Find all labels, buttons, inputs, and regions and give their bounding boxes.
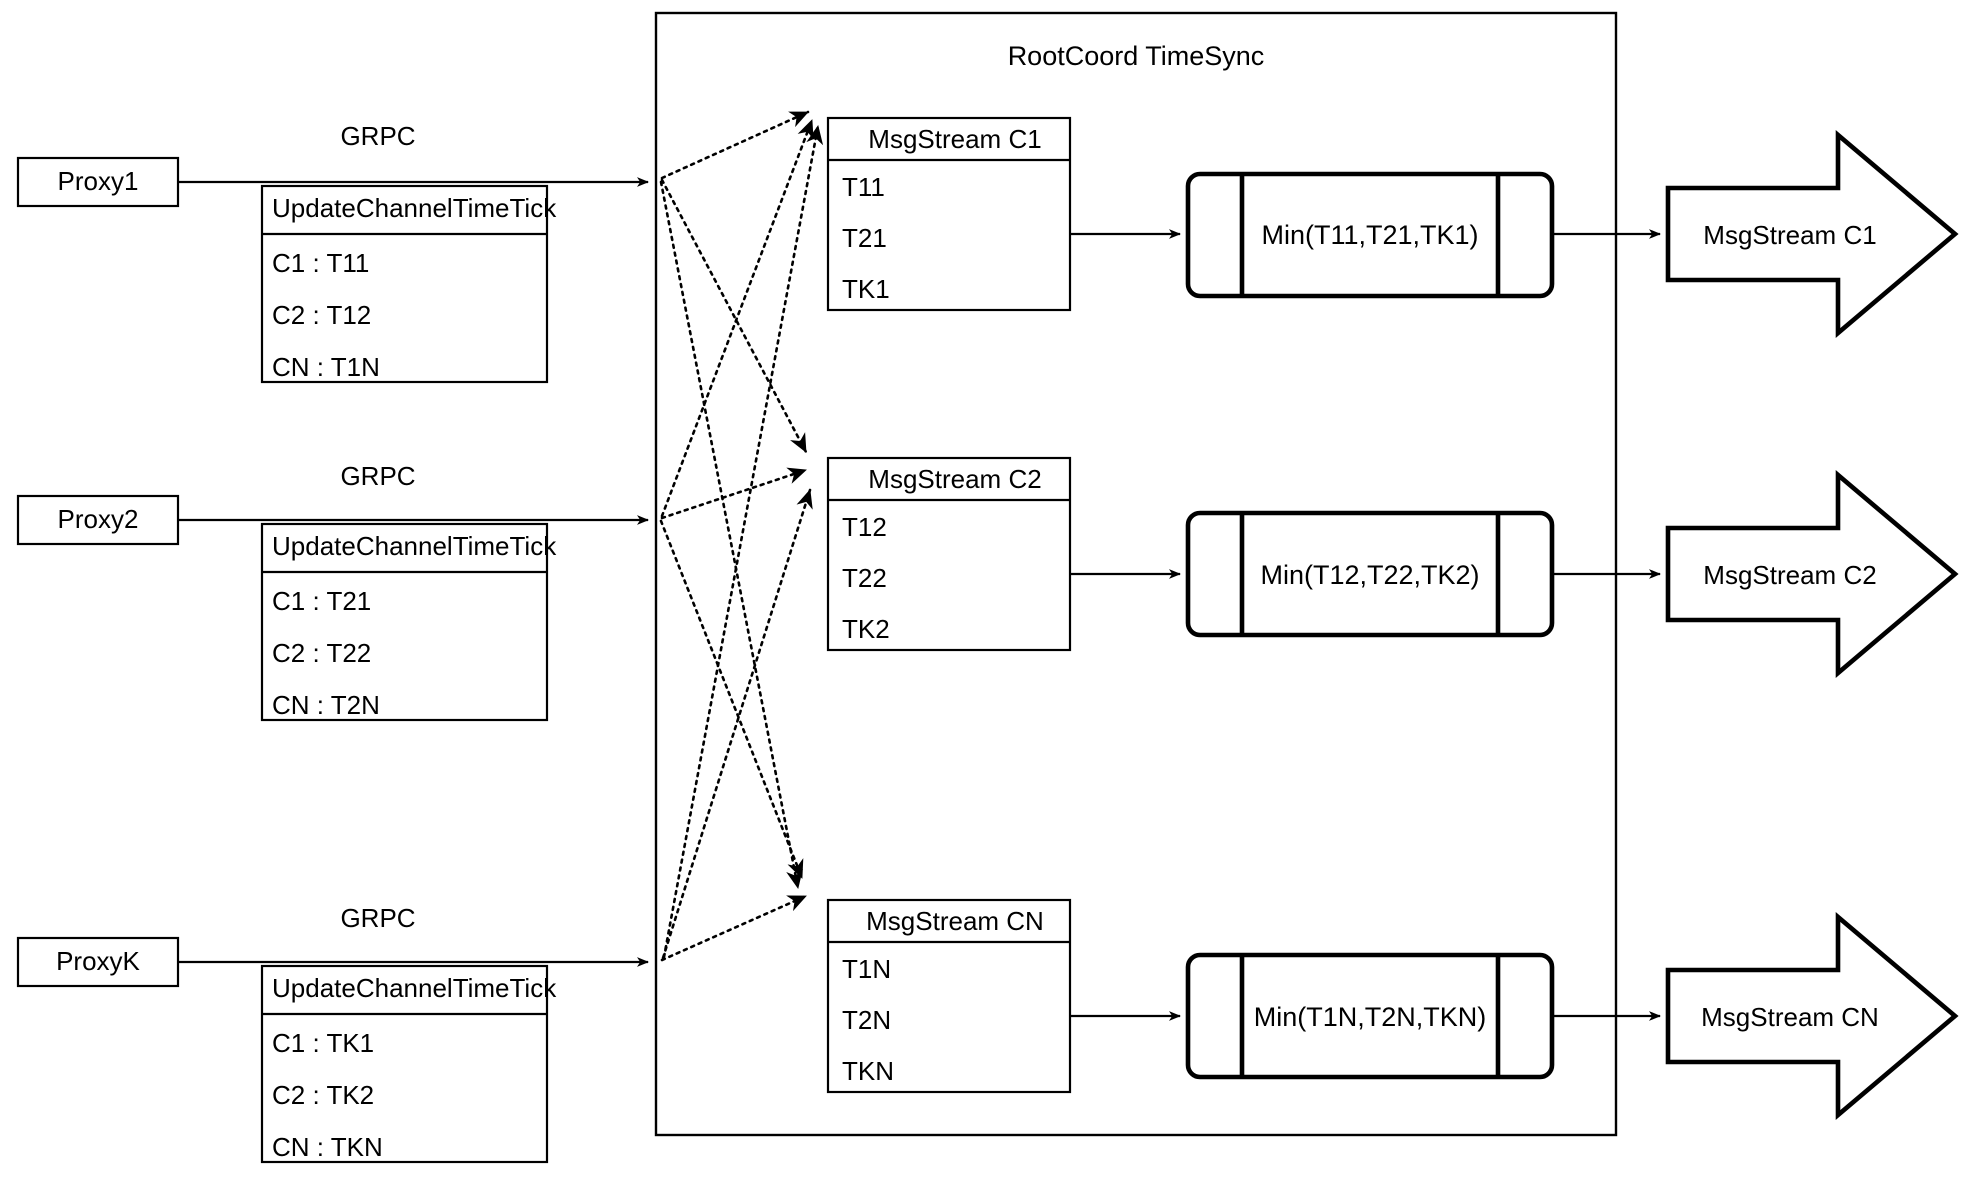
- request-box-3[interactable]: [260, 964, 549, 1164]
- msgstream-box-2[interactable]: [826, 456, 1072, 652]
- msgstream-tick-3-1: T2N: [842, 1005, 891, 1035]
- request-box-2[interactable]: [260, 522, 549, 722]
- request-entry-1-0: C1 : T11: [272, 248, 369, 278]
- proxy-row-1: Proxy1 GRPC UpdateChannelTimeTick C1 : T…: [16, 121, 649, 384]
- msgstream-tick-2-1: T22: [842, 563, 887, 593]
- output-label-2: MsgStream C2: [1703, 560, 1876, 590]
- request-entry-1-1: C2 : T12: [272, 300, 371, 330]
- channel-row-2: MsgStream C2 T12 T22 TK2 Min(T12,T22,TK2…: [826, 456, 1959, 678]
- output-arrow-3[interactable]: [1665, 912, 1959, 1120]
- request-entry-2-2: CN : T2N: [272, 690, 380, 720]
- msgstream-tick-1-0: T11: [842, 172, 885, 202]
- routing-edge-p2-c1: [660, 118, 814, 518]
- grpc-label-2: GRPC: [340, 461, 415, 491]
- proxy-box-3[interactable]: [16, 936, 180, 988]
- proxy-label-2: Proxy2: [58, 504, 139, 534]
- rootcoord-container-label: RootCoord TimeSync: [1008, 41, 1265, 71]
- msgstream-title-1: MsgStream C1: [868, 124, 1041, 154]
- timetick-routing-edges: [659, 110, 824, 962]
- request-entry-1-2: CN : T1N: [272, 352, 380, 382]
- channel-row-1: MsgStream C1 T11 T21 TK1 Min(T11,T21,TK1…: [826, 116, 1959, 338]
- request-title-1: UpdateChannelTimeTick: [272, 193, 557, 223]
- proxy-box-1[interactable]: [16, 156, 180, 208]
- msgstream-tick-3-2: TKN: [842, 1056, 894, 1086]
- msgstream-tick-2-0: T12: [842, 512, 887, 542]
- msgstream-box-3[interactable]: [826, 898, 1072, 1094]
- min-label-1: Min(T11,T21,TK1): [1261, 220, 1478, 250]
- proxy-label-3: ProxyK: [56, 946, 140, 976]
- msgstream-title-3: MsgStream CN: [866, 906, 1044, 936]
- msgstream-tick-1-1: T21: [842, 223, 887, 253]
- proxy-box-2[interactable]: [16, 494, 180, 546]
- request-entry-3-1: C2 : TK2: [272, 1080, 374, 1110]
- routing-edge-p1-cn: [659, 180, 803, 890]
- routing-edge-p2-cn: [659, 519, 804, 880]
- msgstream-tick-2-2: TK2: [842, 614, 890, 644]
- routing-edge-p2-c2: [660, 467, 808, 520]
- msgstream-title-2: MsgStream C2: [868, 464, 1041, 494]
- min-label-2: Min(T12,T22,TK2): [1260, 560, 1479, 590]
- msgstream-box-1[interactable]: [826, 116, 1072, 312]
- proxy-row-2: Proxy2 GRPC UpdateChannelTimeTick C1 : T…: [16, 461, 649, 722]
- request-entry-2-1: C2 : T22: [272, 638, 371, 668]
- output-label-1: MsgStream C1: [1703, 220, 1876, 250]
- grpc-label-3: GRPC: [340, 903, 415, 933]
- msgstream-tick-3-0: T1N: [842, 954, 891, 984]
- output-arrow-1[interactable]: [1665, 130, 1959, 338]
- request-entry-3-2: CN : TKN: [272, 1132, 383, 1162]
- request-entry-3-0: C1 : TK1: [272, 1028, 374, 1058]
- request-entry-2-0: C1 : T21: [272, 586, 371, 616]
- routing-edge-p3-c1: [662, 124, 824, 959]
- channel-row-3: MsgStream CN T1N T2N TKN Min(T1N,T2N,TKN…: [826, 898, 1959, 1120]
- request-box-1[interactable]: [260, 184, 549, 384]
- grpc-label-1: GRPC: [340, 121, 415, 151]
- routing-edge-p3-cn: [660, 894, 808, 962]
- output-label-3: MsgStream CN: [1701, 1002, 1879, 1032]
- proxy-row-3: ProxyK GRPC UpdateChannelTimeTick C1 : T…: [16, 903, 649, 1164]
- request-title-3: UpdateChannelTimeTick: [272, 973, 557, 1003]
- routing-edge-p1-c1: [660, 110, 810, 180]
- routing-edge-p3-c2: [661, 488, 813, 960]
- proxy-label-1: Proxy1: [58, 166, 139, 196]
- msgstream-tick-1-2: TK1: [842, 274, 890, 304]
- request-title-2: UpdateChannelTimeTick: [272, 531, 557, 561]
- output-arrow-2[interactable]: [1665, 470, 1959, 678]
- min-label-3: Min(T1N,T2N,TKN): [1254, 1002, 1487, 1032]
- routing-edge-p1-c2: [660, 178, 808, 454]
